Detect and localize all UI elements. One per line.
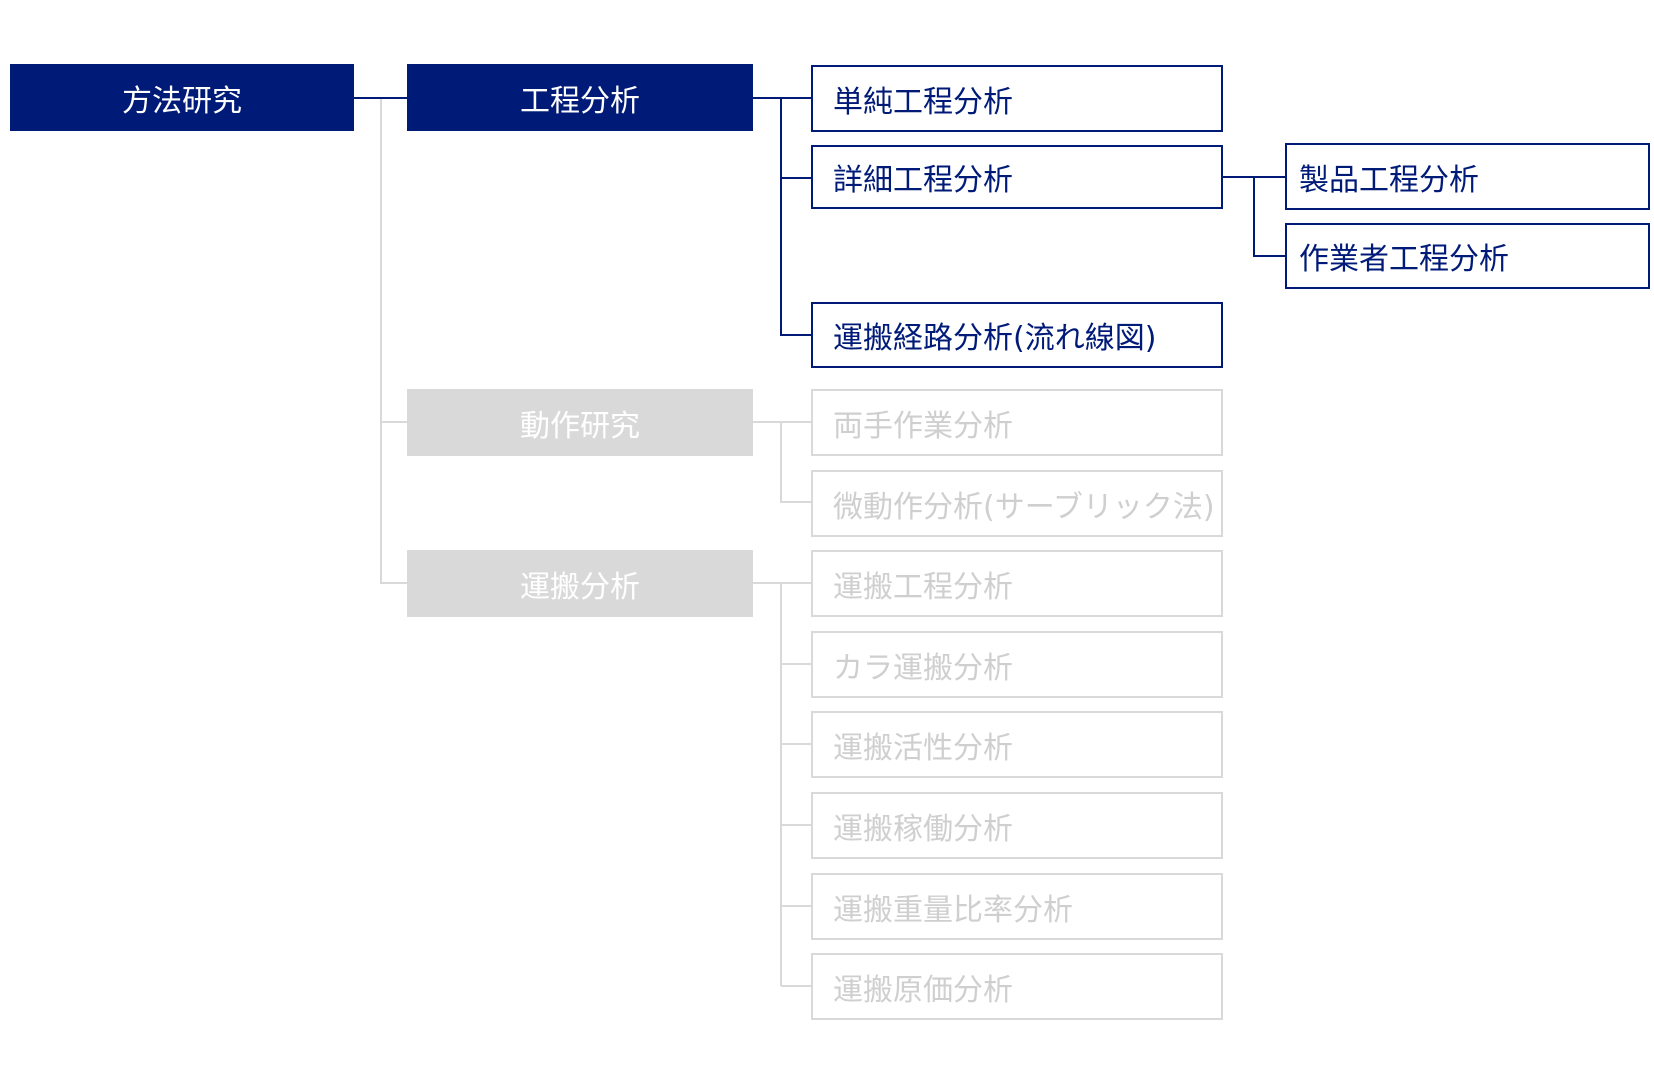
node-product-process-analysis[interactable]: 製品工程分析 (1285, 143, 1650, 210)
connector-process-analysis (753, 97, 811, 336)
node-simple-process-analysis[interactable]: 単純工程分析 (811, 65, 1223, 132)
node-transport-process-analysis[interactable]: 運搬工程分析 (811, 550, 1223, 617)
node-label: 運搬重量比率分析 (833, 892, 1073, 928)
connector-detailed-process (1223, 176, 1285, 257)
node-method-study[interactable]: 方法研究 (10, 64, 354, 131)
node-label: 製品工程分析 (1299, 162, 1479, 198)
node-label: 詳細工程分析 (833, 163, 1013, 198)
node-label: カラ運搬分析 (833, 650, 1013, 686)
node-label: 作業者工程分析 (1299, 242, 1509, 277)
node-empty-transport-analysis[interactable]: カラ運搬分析 (811, 631, 1223, 698)
node-transport-activity-analysis[interactable]: 運搬活性分析 (811, 711, 1223, 778)
connector-transport-analysis (753, 582, 811, 987)
node-label: 運搬工程分析 (833, 569, 1013, 605)
node-label: 方法研究 (122, 83, 242, 119)
node-detailed-process-analysis[interactable]: 詳細工程分析 (811, 145, 1223, 209)
node-transport-analysis[interactable]: 運搬分析 (407, 550, 753, 617)
node-label: 運搬分析 (520, 569, 640, 605)
node-transport-weight-ratio-analysis[interactable]: 運搬重量比率分析 (811, 873, 1223, 940)
node-two-hand-analysis[interactable]: 両手作業分析 (811, 389, 1223, 456)
node-label: 単純工程分析 (833, 84, 1013, 120)
node-label: 動作研究 (520, 408, 640, 444)
node-label: 微動作分析(サーブリック法) (833, 489, 1215, 525)
node-motion-study[interactable]: 動作研究 (407, 389, 753, 456)
node-label: 運搬原価分析 (833, 972, 1013, 1008)
node-process-analysis[interactable]: 工程分析 (407, 64, 753, 131)
connector-motion-study (753, 421, 811, 503)
node-worker-process-analysis[interactable]: 作業者工程分析 (1285, 223, 1650, 289)
node-transport-utilization-analysis[interactable]: 運搬稼働分析 (811, 792, 1223, 859)
node-micromotion-analysis[interactable]: 微動作分析(サーブリック法) (811, 470, 1223, 537)
node-label: 運搬経路分析(流れ線図) (833, 321, 1157, 356)
node-transport-cost-analysis[interactable]: 運搬原価分析 (811, 953, 1223, 1020)
node-label: 両手作業分析 (833, 408, 1013, 444)
node-label: 工程分析 (520, 83, 640, 119)
node-label: 運搬活性分析 (833, 730, 1013, 766)
node-transport-route-analysis[interactable]: 運搬経路分析(流れ線図) (811, 302, 1223, 368)
connector-root-inactive (380, 98, 407, 584)
node-label: 運搬稼働分析 (833, 811, 1013, 847)
